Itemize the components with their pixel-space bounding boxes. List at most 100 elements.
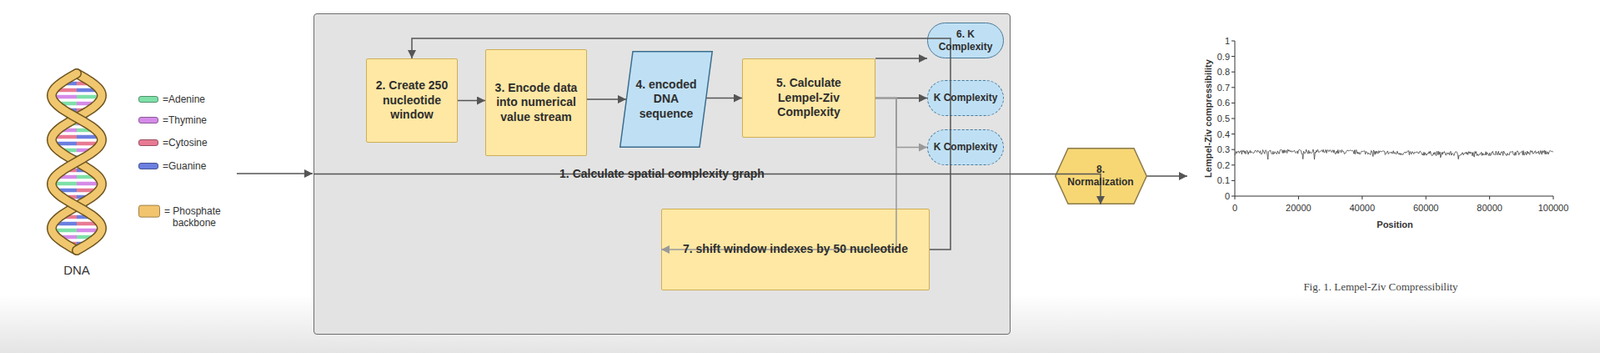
node-text: 2. Create 250 nucleotide window [373, 78, 451, 123]
figure-caption: Fig. 1. Lempel-Ziv Compressibility [1303, 280, 1458, 294]
flow-arrow [586, 98, 627, 101]
legend-swatch [138, 116, 159, 124]
data-parallelogram: 4. encoded DNA sequence [619, 50, 713, 148]
illustration-label: DNA [63, 262, 91, 277]
text-holder: 2. Create 250 nucleotide window [373, 78, 451, 123]
y-tick [1231, 118, 1235, 120]
tick-label: 0.1 [1217, 175, 1230, 186]
tick-label: 20000 [1285, 202, 1312, 213]
tick-label: 0.6 [1217, 97, 1230, 108]
tick-label: 0.9 [1217, 51, 1230, 62]
process-box: 7. shift window indexes by 50 nucleotide [661, 208, 930, 291]
y-tick [1231, 102, 1235, 104]
legend-item: =Thymine [138, 114, 207, 126]
legend-swatch [138, 162, 159, 170]
result-pill: K Complexity [927, 129, 1004, 166]
x-axis [1234, 195, 1554, 197]
tick-label: 0.4 [1217, 129, 1230, 140]
process-box: 3. Encode data into numerical value stre… [485, 49, 587, 156]
flow-arrow [875, 57, 928, 60]
legend-text: = Phosphate backbone [164, 205, 240, 230]
x-tick [1234, 195, 1236, 200]
y-tick [1231, 55, 1235, 57]
legend-text: =Thymine [162, 114, 207, 126]
backbone-outline [51, 73, 102, 251]
node-text: 4. encoded DNA sequence [634, 77, 698, 122]
axis-title: Position [1376, 219, 1413, 230]
axis-title: Lempel-Ziv compressibility [1203, 59, 1214, 178]
tick-label: 0.2 [1217, 160, 1230, 171]
x-tick [1489, 195, 1490, 200]
legend-swatch [138, 205, 161, 218]
text-holder: K Complexity [932, 140, 999, 154]
backbone-outline [51, 73, 102, 251]
tick-label: 0 [1224, 190, 1230, 201]
legend-text: =Guanine [162, 160, 206, 172]
node-text: K Complexity [932, 140, 999, 154]
tick-label: 0.8 [1217, 66, 1230, 77]
text-holder: 3. Encode data into numerical value stre… [492, 80, 580, 126]
tick-label: 80000 [1476, 202, 1503, 213]
x-tick [1425, 195, 1427, 200]
result-pill: K Complexity [927, 80, 1004, 116]
dna-helix [51, 73, 102, 251]
tick-label: 1 [1224, 35, 1230, 46]
group-box: 1. Calculate spatial complexity graph 2. … [313, 13, 1011, 335]
tick-label: 0.5 [1217, 113, 1230, 124]
y-tick [1231, 180, 1235, 181]
process-box: 2. Create 250 nucleotide window [366, 58, 458, 143]
text-holder: K Complexity [932, 91, 999, 105]
node-text: 8. Normalization [1066, 163, 1136, 189]
shape-outline [620, 51, 713, 148]
text-holder: 6. K Complexity [932, 28, 999, 54]
y-tick [1231, 195, 1235, 197]
legend-item: =Cytosine [138, 136, 208, 149]
y-tick [1231, 86, 1235, 88]
tick-label: 0 [1232, 202, 1238, 213]
backbone-strand [51, 73, 102, 251]
y-tick [1231, 149, 1235, 151]
result-pill: 6. K Complexity [927, 22, 1004, 59]
tick-label: 0.7 [1217, 82, 1230, 93]
y-tick [1231, 40, 1235, 42]
flow-arrow [457, 100, 486, 102]
y-tick [1231, 71, 1235, 73]
node-text: K Complexity [932, 91, 999, 105]
tick-label: 40000 [1349, 202, 1376, 213]
x-tick [1553, 195, 1555, 200]
text-holder: 7. shift window indexes by 50 nucleotide [672, 241, 919, 257]
node-text: 3. Encode data into numerical value stre… [492, 80, 580, 126]
legend-item: =Adenine [138, 93, 206, 106]
y-tick [1231, 133, 1235, 135]
text-holder: 8. Normalization [1066, 163, 1136, 189]
input-arrow [236, 172, 313, 175]
x-tick [1298, 195, 1300, 200]
legend-swatch [138, 95, 159, 103]
data-line [1234, 149, 1554, 160]
backbone-strand [51, 73, 102, 251]
x-tick [1361, 195, 1363, 200]
flow-arrow [875, 98, 928, 148]
group-title: 1. Calculate spatial complexity graph [314, 166, 1010, 182]
tick-label: 60000 [1413, 202, 1440, 213]
tick-label: 100000 [1538, 202, 1570, 213]
legend-text: =Cytosine [162, 136, 208, 149]
y-tick [1231, 164, 1235, 166]
text-holder: 5. Calculate Lempel-Ziv Complexity [754, 75, 863, 121]
flow-arrow [313, 174, 1101, 206]
legend-text: =Adenine [162, 93, 206, 106]
node-text: 7. shift window indexes by 50 nucleotide [672, 241, 919, 257]
flow-arrow [411, 38, 951, 250]
node-text: 5. Calculate Lempel-Ziv Complexity [754, 75, 863, 121]
node-text: 6. K Complexity [932, 28, 999, 54]
legend-swatch [138, 139, 159, 146]
legend-item: = Phosphate backbone [138, 205, 240, 230]
text-holder: 4. encoded DNA sequence [634, 77, 698, 122]
tick-label: 0.3 [1217, 144, 1230, 155]
flow-arrow [706, 97, 743, 100]
compressibility-chart [1231, 40, 1554, 200]
output-arrow [1145, 175, 1188, 177]
